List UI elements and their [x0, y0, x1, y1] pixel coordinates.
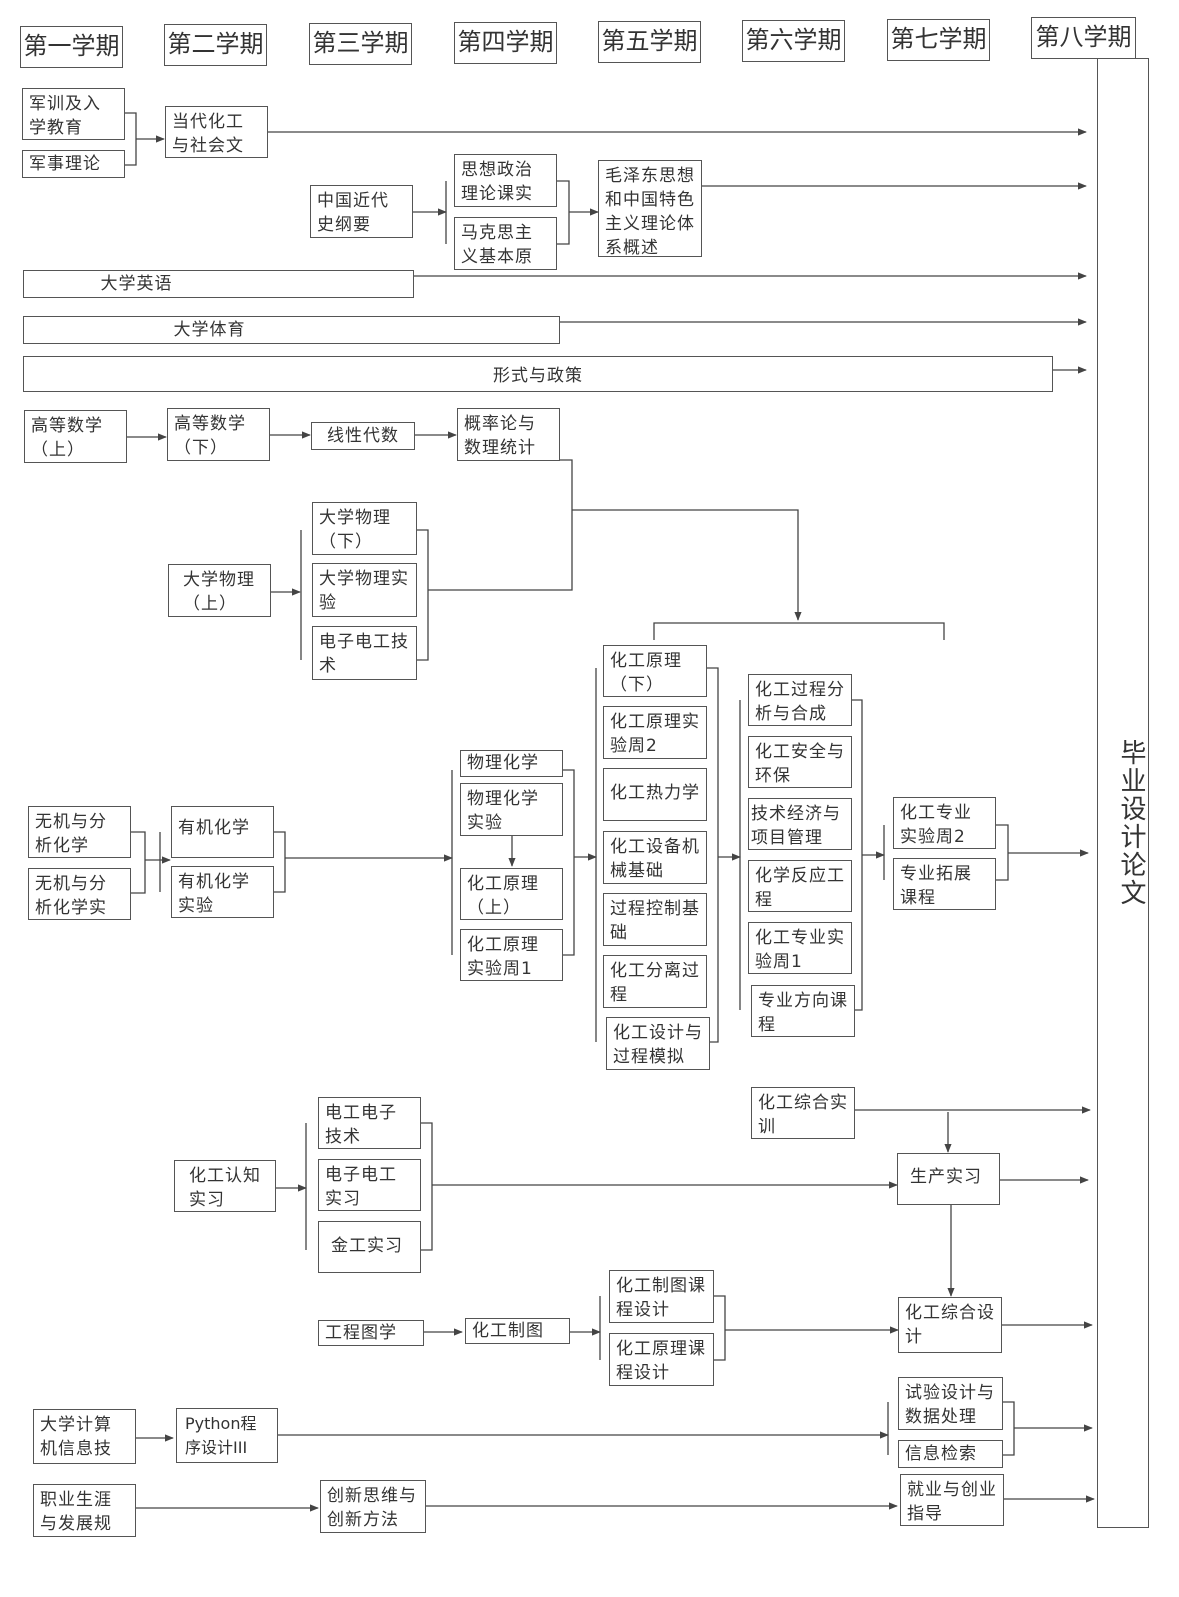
thesis-label: 毕业设计论文 [1116, 739, 1146, 907]
course-design-sim: 化工设计与过程模拟 [606, 1017, 710, 1070]
connector [996, 824, 1009, 881]
arrow [572, 509, 802, 621]
connector [653, 622, 945, 640]
course-process-analysis: 化工过程分析与合成 [748, 674, 852, 726]
course-modern-history: 中国近代史纲要 [310, 185, 413, 238]
course-phys-chem: 物理化学 [460, 750, 563, 777]
course-engineering-graphics: 工程图学 [318, 1320, 424, 1346]
connector [1003, 1401, 1015, 1456]
course-linear-algebra: 线性代数 [311, 422, 415, 450]
connector [714, 1295, 726, 1361]
course-physics-lab: 大学物理实验 [312, 563, 417, 617]
connector [428, 459, 573, 591]
course-physics-1: 大学物理（上） [168, 564, 271, 617]
course-process-control: 过程控制基础 [603, 893, 707, 946]
course-thermodynamics: 化工热力学 [603, 768, 707, 821]
course-inorganic: 无机与分析化学 [28, 806, 131, 858]
connector [852, 699, 863, 1011]
course-phys-chem-lab: 物理化学实验 [460, 783, 563, 836]
connector [421, 1122, 433, 1251]
course-english: 大学英语 [23, 270, 414, 298]
course-safety: 化工安全与环保 [748, 736, 852, 788]
course-direction-course: 专业方向课程 [751, 985, 855, 1037]
course-mao-theory: 毛泽东思想和中国特色主义理论体系概述 [598, 160, 702, 257]
course-principle-design: 化工原理课程设计 [609, 1333, 714, 1386]
connector [557, 180, 570, 245]
course-probability: 概率论与数理统计 [457, 408, 560, 461]
course-employment: 就业与创业指导 [900, 1474, 1004, 1526]
semester-1: 第一学期 [20, 26, 123, 68]
course-info-retrieval: 信息检索 [898, 1440, 1003, 1468]
course-cognition-practice: 化工认知实习 [174, 1160, 276, 1212]
course-pe: 大学体育 [23, 316, 560, 344]
connector [125, 112, 137, 166]
course-innovation: 创新思维与创新方法 [320, 1480, 426, 1533]
course-marxism: 马克思主义基本原理 [454, 217, 557, 270]
course-pro-lab-2: 化工专业实验周2 [893, 797, 996, 849]
semester-2: 第二学期 [164, 24, 267, 66]
connector [707, 667, 719, 1043]
course-principle-lab-1: 化工原理实验周1 [460, 929, 563, 981]
course-comprehensive-design: 化工综合设计 [898, 1297, 1002, 1353]
semester-4: 第四学期 [454, 22, 557, 64]
connector [274, 831, 286, 893]
course-computer: 大学计算机信息技术 [33, 1409, 136, 1464]
course-math-1: 高等数学（上） [24, 410, 127, 463]
course-tech-economics: 技术经济与项目管理 [748, 798, 852, 850]
course-python: Python程序设计III [176, 1408, 278, 1463]
course-equipment: 化工设备机械基础 [603, 831, 707, 884]
course-extension-course: 专业拓展课程 [893, 858, 996, 910]
connector [417, 529, 429, 661]
semester-8: 第八学期 [1031, 17, 1136, 59]
course-organic-lab: 有机化学实验 [171, 866, 274, 918]
course-chem-principle-1: 化工原理（上） [460, 868, 563, 920]
course-military-training: 军训及入学教育 [22, 88, 125, 140]
course-metalwork: 金工实习 [318, 1221, 421, 1273]
course-career: 职业生涯与发展规划 [33, 1484, 136, 1537]
course-math-2: 高等数学（下） [167, 408, 270, 461]
course-chem-principle-2: 化工原理（下） [603, 645, 707, 697]
course-organic: 有机化学 [171, 806, 274, 858]
course-chem-civilization: 当代化工与社会文明 [165, 106, 268, 158]
course-drawing-design: 化工制图课程设计 [609, 1270, 714, 1323]
course-chem-drawing: 化工制图 [465, 1318, 570, 1344]
course-comprehensive-training: 化工综合实训 [751, 1087, 855, 1139]
thesis-column: 毕业设计论文 [1097, 58, 1149, 1528]
semester-7: 第七学期 [887, 19, 990, 61]
course-production-practice: 生产实习 [897, 1153, 1000, 1205]
course-policy: 形式与政策 [23, 356, 1053, 392]
semester-3: 第三学期 [309, 23, 412, 65]
course-electronics: 电子电工技术 [312, 626, 417, 680]
course-electronics-practice: 电子电工实习 [318, 1159, 421, 1211]
course-military-theory: 军事理论 [22, 150, 125, 178]
connector [131, 831, 146, 894]
course-ideology-practice: 思想政治理论课实践 [454, 154, 557, 207]
course-experiment-design: 试验设计与数据处理 [898, 1377, 1003, 1430]
course-inorganic-lab: 无机与分析化学实验 [28, 868, 131, 920]
course-electrical-tech: 电工电子技术 [318, 1097, 421, 1149]
course-reaction-eng: 化学反应工程 [748, 860, 852, 912]
semester-5: 第五学期 [598, 21, 701, 63]
semester-6: 第六学期 [742, 20, 845, 62]
connector [563, 769, 575, 956]
course-principle-lab-2: 化工原理实验周2 [603, 706, 707, 759]
course-physics-2: 大学物理（下） [312, 502, 417, 555]
course-pro-lab-1: 化工专业实验周1 [748, 922, 852, 974]
course-separation: 化工分离过程 [603, 955, 707, 1008]
